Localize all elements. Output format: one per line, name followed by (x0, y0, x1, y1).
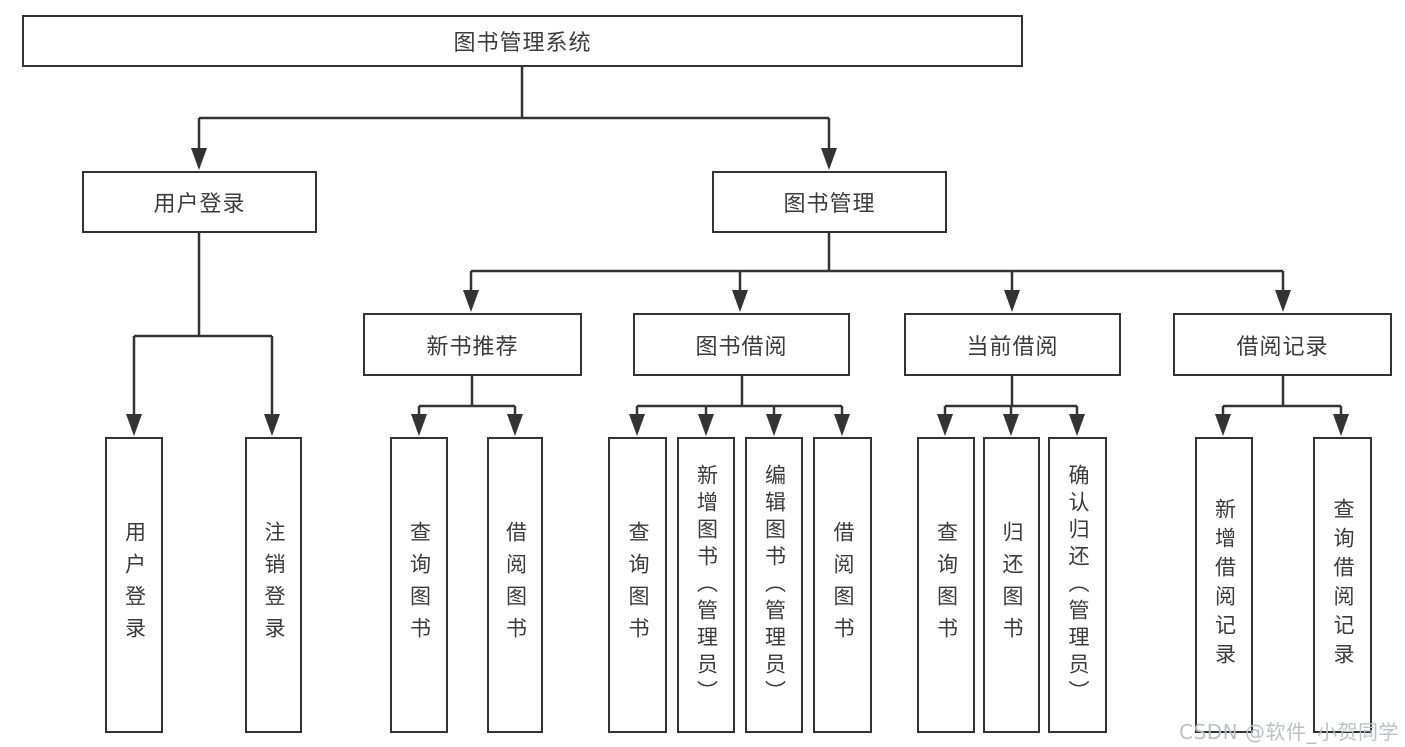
leaf-borrow-books-recommend: 借阅图书 (487, 437, 543, 733)
arrow-down-icon (766, 414, 782, 436)
arrowhead-icons (126, 148, 1349, 436)
node-label: 用户登录 (153, 192, 246, 217)
leaf-label: 查询图书 (407, 521, 432, 649)
leaf-label: 借阅图书 (831, 521, 855, 649)
arrow-down-icon (1275, 290, 1291, 312)
arrow-down-icon (1069, 414, 1085, 436)
leaf-label: 查询图书 (934, 521, 959, 649)
leaf-query-books-borrow: 查询图书 (608, 437, 667, 733)
leaf-label: 新增借阅记录 (1212, 498, 1237, 672)
leaf-logout: 注销登录 (245, 437, 302, 733)
arrow-down-icon (1004, 290, 1020, 312)
node-label: 当前借阅 (966, 334, 1059, 360)
leaf-user-login: 用户登录 (105, 437, 163, 733)
arrow-down-icon (1333, 414, 1349, 436)
arrow-down-icon (1215, 414, 1231, 436)
arrow-down-icon (732, 290, 748, 312)
leaf-label: 确认归还（管理员） (1066, 463, 1090, 707)
node-book-borrow: 图书借阅 (633, 313, 850, 376)
node-current-borrow: 当前借阅 (904, 313, 1121, 376)
arrow-down-icon (264, 414, 280, 436)
leaf-label: 归还图书 (1000, 521, 1024, 649)
arrow-down-icon (1003, 414, 1019, 436)
node-label: 图书借阅 (695, 334, 788, 360)
leaf-borrow-books: 借阅图书 (813, 437, 872, 733)
leaf-label: 借阅图书 (503, 521, 528, 649)
leaf-query-books-recommend: 查询图书 (390, 437, 448, 733)
node-borrow-records: 借阅记录 (1173, 313, 1392, 376)
leaf-label: 用户登录 (122, 521, 147, 649)
node-root-label: 图书管理系统 (453, 31, 592, 56)
arrow-down-icon (834, 414, 850, 436)
arrow-down-icon (507, 414, 523, 436)
arrow-down-icon (698, 414, 714, 436)
leaf-label: 编辑图书（管理员） (762, 463, 787, 707)
arrow-down-icon (821, 148, 837, 170)
node-book-management: 图书管理 (712, 171, 947, 233)
leaf-return-book: 归还图书 (983, 437, 1040, 733)
node-label: 新书推荐 (426, 334, 519, 360)
arrow-down-icon (191, 148, 207, 170)
leaf-confirm-return-admin: 确认归还（管理员） (1048, 437, 1107, 733)
node-root: 图书管理系统 (22, 15, 1023, 67)
node-label: 借阅记录 (1236, 334, 1329, 360)
node-user-login: 用户登录 (82, 171, 317, 233)
node-label: 图书管理 (783, 192, 876, 217)
leaf-add-borrow-record: 新增借阅记录 (1195, 437, 1253, 733)
leaf-query-borrow-record: 查询借阅记录 (1313, 437, 1372, 733)
node-new-book-recommend: 新书推荐 (363, 313, 582, 376)
arrow-down-icon (126, 414, 142, 436)
leaf-label: 注销登录 (262, 521, 286, 649)
arrow-down-icon (937, 414, 953, 436)
csdn-watermark: CSDN @软件_小贺同学 (1179, 720, 1399, 744)
arrow-down-icon (629, 414, 645, 436)
leaf-query-books-current: 查询图书 (917, 437, 975, 733)
leaf-label: 查询借阅记录 (1331, 498, 1355, 672)
leaf-label: 查询图书 (626, 521, 650, 649)
arrow-down-icon (463, 290, 479, 312)
arrow-down-icon (411, 414, 427, 436)
leaf-edit-book-admin: 编辑图书（管理员） (745, 437, 803, 733)
leaf-add-book-admin: 新增图书（管理员） (677, 437, 735, 733)
leaf-label: 新增图书（管理员） (694, 463, 719, 707)
